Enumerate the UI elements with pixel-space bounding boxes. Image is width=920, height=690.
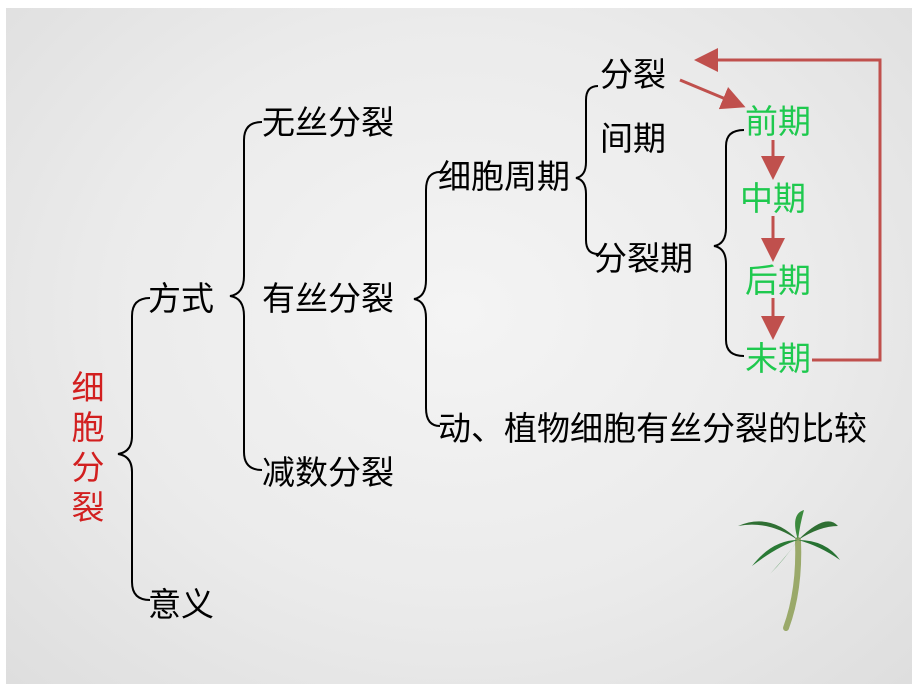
m-phase-brace xyxy=(713,129,745,357)
anaphase-label: 后期 xyxy=(745,261,811,300)
telophase-label: 末期 xyxy=(745,339,811,378)
palm-tree-image xyxy=(738,510,840,631)
metaphase-label: 中期 xyxy=(740,179,806,218)
division-label: 分裂 xyxy=(600,55,666,94)
m-phase-label: 分裂期 xyxy=(594,239,693,278)
root-brace xyxy=(117,297,151,601)
prophase-label: 前期 xyxy=(745,102,811,141)
mitosis-brace xyxy=(413,171,441,427)
cell-cycle-brace xyxy=(575,85,599,255)
arrow-division-to-prophase xyxy=(679,78,746,110)
mode-label: 方式 xyxy=(148,279,214,318)
arrow-telophase-loop xyxy=(694,48,882,362)
mode-brace xyxy=(229,121,263,471)
amitosis-label: 无丝分裂 xyxy=(262,103,394,142)
meaning-label: 意义 xyxy=(148,585,214,624)
comparison-label: 动、植物细胞有丝分裂的比较 xyxy=(438,409,867,448)
mitosis-label: 有丝分裂 xyxy=(262,279,394,318)
root-label: 细胞分裂 xyxy=(71,368,105,527)
meiosis-label: 减数分裂 xyxy=(262,453,394,492)
interphase-label: 间期 xyxy=(600,119,666,158)
slide-background xyxy=(6,8,912,684)
cell-cycle-label: 细胞周期 xyxy=(438,157,570,196)
